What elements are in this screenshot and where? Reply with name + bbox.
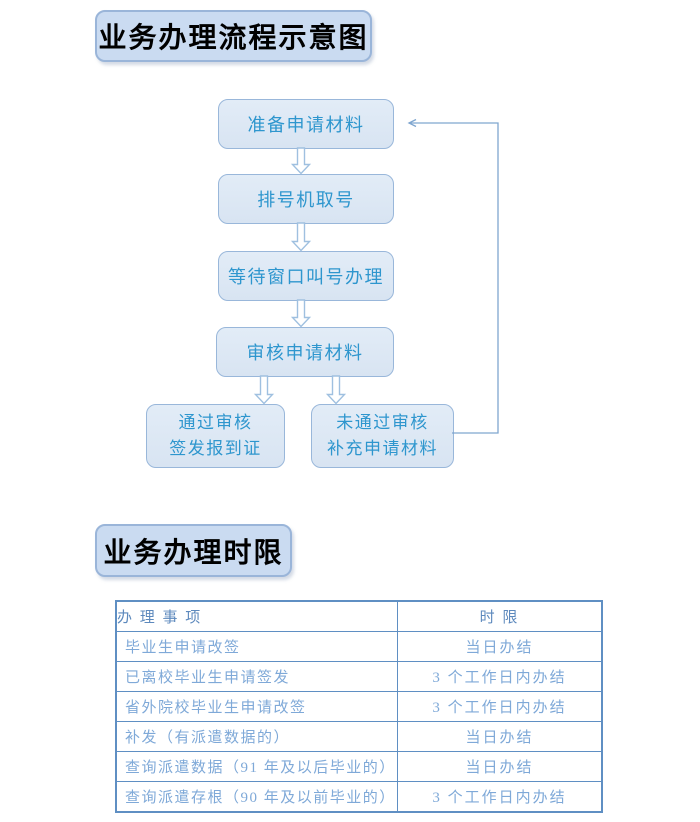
header-item: 办 理 事 项 (115, 600, 398, 632)
flow-step-label-line1: 通过审核 (178, 412, 253, 432)
flow-step-rejected-supplement-materials: 未通过审核 补充申请材料 (311, 404, 454, 468)
flow-step-label: 排号机取号 (257, 190, 355, 210)
time-limits-table: 办 理 事 项 时 限 毕业生申请改签 当日办结 已离校毕业生申请签发 3 个工… (115, 600, 603, 813)
limits-section-title-text: 业务办理时限 (103, 537, 284, 569)
cell-limit: 3 个工作日内办结 (397, 661, 603, 692)
cell-item: 补发（有派遣数据的） (115, 721, 398, 752)
flow-section-title: 业务办理流程示意图 (95, 10, 372, 62)
table-row: 查询派遣数据（91 年及以后毕业的） 当日办结 (115, 751, 603, 782)
cell-limit: 3 个工作日内办结 (397, 781, 603, 813)
cell-item: 省外院校毕业生申请改签 (115, 691, 398, 722)
table-row: 补发（有派遣数据的） 当日办结 (115, 721, 603, 752)
cell-item: 查询派遣存根（90 年及以前毕业的） (115, 781, 398, 813)
table-row: 已离校毕业生申请签发 3 个工作日内办结 (115, 661, 603, 692)
flow-step-label-line2: 补充申请材料 (327, 439, 438, 458)
flow-step-label: 审核申请材料 (246, 343, 364, 363)
cell-item: 毕业生申请改签 (115, 631, 398, 662)
flow-step-approved-issue-certificate: 通过审核 签发报到证 (146, 404, 285, 468)
cell-limit: 3 个工作日内办结 (397, 691, 603, 722)
cell-item: 已离校毕业生申请签发 (115, 661, 398, 692)
flow-step-wait-window-call: 等待窗口叫号办理 (218, 251, 394, 301)
cell-limit: 当日办结 (397, 751, 603, 782)
flow-section-title-text: 业务办理流程示意图 (98, 23, 369, 54)
cell-limit: 当日办结 (397, 721, 603, 752)
limits-section-title: 业务办理时限 (95, 524, 292, 577)
flow-step-label: 准备申请材料 (247, 115, 365, 135)
table-row: 毕业生申请改签 当日办结 (115, 631, 603, 662)
header-limit: 时 限 (397, 600, 603, 632)
flow-step-prepare-materials: 准备申请材料 (218, 99, 394, 149)
cell-item: 查询派遣数据（91 年及以后毕业的） (115, 751, 398, 782)
flow-step-label-line2: 签发报到证 (169, 439, 262, 458)
table-header-row: 办 理 事 项 时 限 (115, 600, 603, 632)
feedback-arrow (407, 118, 499, 434)
table-row: 查询派遣存根（90 年及以前毕业的） 3 个工作日内办结 (115, 781, 603, 813)
cell-limit: 当日办结 (397, 631, 603, 662)
flow-step-take-number: 排号机取号 (218, 174, 394, 224)
flow-step-label-line1: 未通过审核 (336, 412, 429, 432)
flow-step-review-materials: 审核申请材料 (216, 327, 394, 377)
flow-step-label: 等待窗口叫号办理 (228, 267, 384, 287)
table-row: 省外院校毕业生申请改签 3 个工作日内办结 (115, 691, 603, 722)
